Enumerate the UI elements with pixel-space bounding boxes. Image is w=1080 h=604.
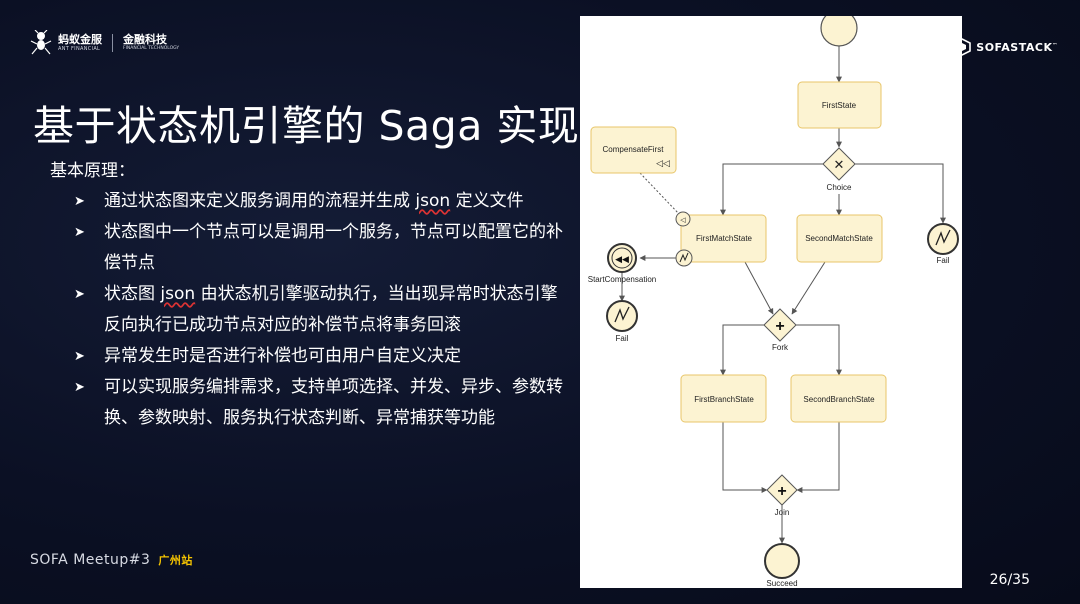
succeed-label: Succeed — [766, 579, 797, 588]
bullet-list: ➤ 通过状态图来定义服务调用的流程并生成 json 定义文件 ➤ 状态图中一个节… — [74, 186, 569, 434]
arrow-bullet-icon: ➤ — [74, 349, 85, 364]
choice-gateway — [822, 147, 856, 181]
fintech-cn: 金融科技 — [123, 33, 167, 47]
fork-gateway — [763, 308, 797, 342]
error-icon — [935, 229, 951, 246]
plus-icon: + — [775, 318, 784, 335]
bullet-item: ➤ 状态图中一个节点可以是调用一个服务，节点可以配置它的补偿节点 — [74, 217, 569, 279]
fail-left-label: Fail — [616, 334, 629, 343]
first-branch-state-label: FirstBranchState — [694, 395, 754, 404]
state-machine-diagram: FirstState CompensateFirst ◁◁ ✕ Choice F… — [580, 16, 962, 588]
slide-title: 基于状态机引擎的 Saga 实现 — [33, 102, 580, 150]
logo-divider — [112, 34, 113, 52]
second-branch-state-label: SecondBranchState — [803, 395, 875, 404]
footer-location: 广州站 — [158, 554, 193, 567]
first-match-state-node — [680, 214, 767, 263]
bullet-item: ➤ 异常发生时是否进行补偿也可由用户自定义决定 — [74, 341, 569, 372]
join-label: Join — [775, 508, 790, 517]
fail-right-label: Fail — [937, 256, 950, 265]
start-compensation-label: StartCompensation — [588, 275, 656, 284]
bullet-item: ➤ 通过状态图来定义服务调用的流程并生成 json 定义文件 — [74, 186, 569, 217]
bullet-item: ➤ 状态图 json 由状态机引擎驱动执行，当出现异常时状态引擎反向执行已成功节… — [74, 279, 569, 341]
ant-icon — [30, 30, 52, 55]
footer: SOFA Meetup#3 广州站 — [30, 552, 193, 568]
choice-label: Choice — [827, 183, 852, 192]
compensate-icon: ◁◁ — [656, 158, 670, 168]
x-icon: ✕ — [834, 157, 845, 172]
compensation-marker-icon — [675, 211, 691, 227]
sofastack-logo: SOFASTACK™ — [953, 38, 1058, 56]
second-match-state-node — [796, 214, 883, 263]
fintech-en: FINANCIAL TECHNOLOGY — [123, 46, 180, 52]
bullet-item: ➤ 可以实现服务编排需求，支持单项选择、并发、异步、参数转换、参数映射、服务执行… — [74, 372, 569, 434]
subheading: 基本原理： — [50, 161, 135, 181]
start-event — [820, 16, 858, 47]
plus-icon: + — [777, 483, 786, 500]
ant-financial-logo: 蚂蚁金服 ANT FINANCIAL 金融科技 FINANCIAL TECHNO… — [30, 30, 179, 56]
fork-label: Fork — [772, 343, 789, 352]
join-gateway — [766, 474, 798, 506]
arrow-bullet-icon: ➤ — [74, 194, 85, 209]
compensate-first-label: CompensateFirst — [603, 145, 665, 154]
ant-financial-en: ANT FINANCIAL — [58, 46, 101, 52]
page-number: 26/35 — [989, 572, 1030, 588]
first-match-state-label: FirstMatchState — [696, 234, 753, 243]
second-branch-state-node — [790, 374, 887, 423]
ant-financial-cn: 蚂蚁金服 — [58, 33, 102, 46]
succeed-event — [764, 543, 800, 579]
arrow-bullet-icon: ➤ — [74, 225, 85, 240]
arrow-bullet-icon: ➤ — [74, 287, 85, 302]
svg-text:◁: ◁ — [680, 217, 686, 224]
second-match-state-label: SecondMatchState — [805, 234, 873, 243]
footer-event: SOFA Meetup#3 — [30, 552, 151, 568]
rewind-icon: ◀◀ — [615, 254, 629, 264]
sofastack-text: SOFASTACK — [976, 40, 1053, 54]
error-icon — [614, 306, 630, 323]
compensate-first-node — [590, 126, 677, 174]
first-state-node — [797, 81, 882, 129]
arrow-bullet-icon: ➤ — [74, 380, 85, 395]
first-state-label: FirstState — [822, 101, 857, 110]
first-branch-state-node — [680, 374, 767, 423]
